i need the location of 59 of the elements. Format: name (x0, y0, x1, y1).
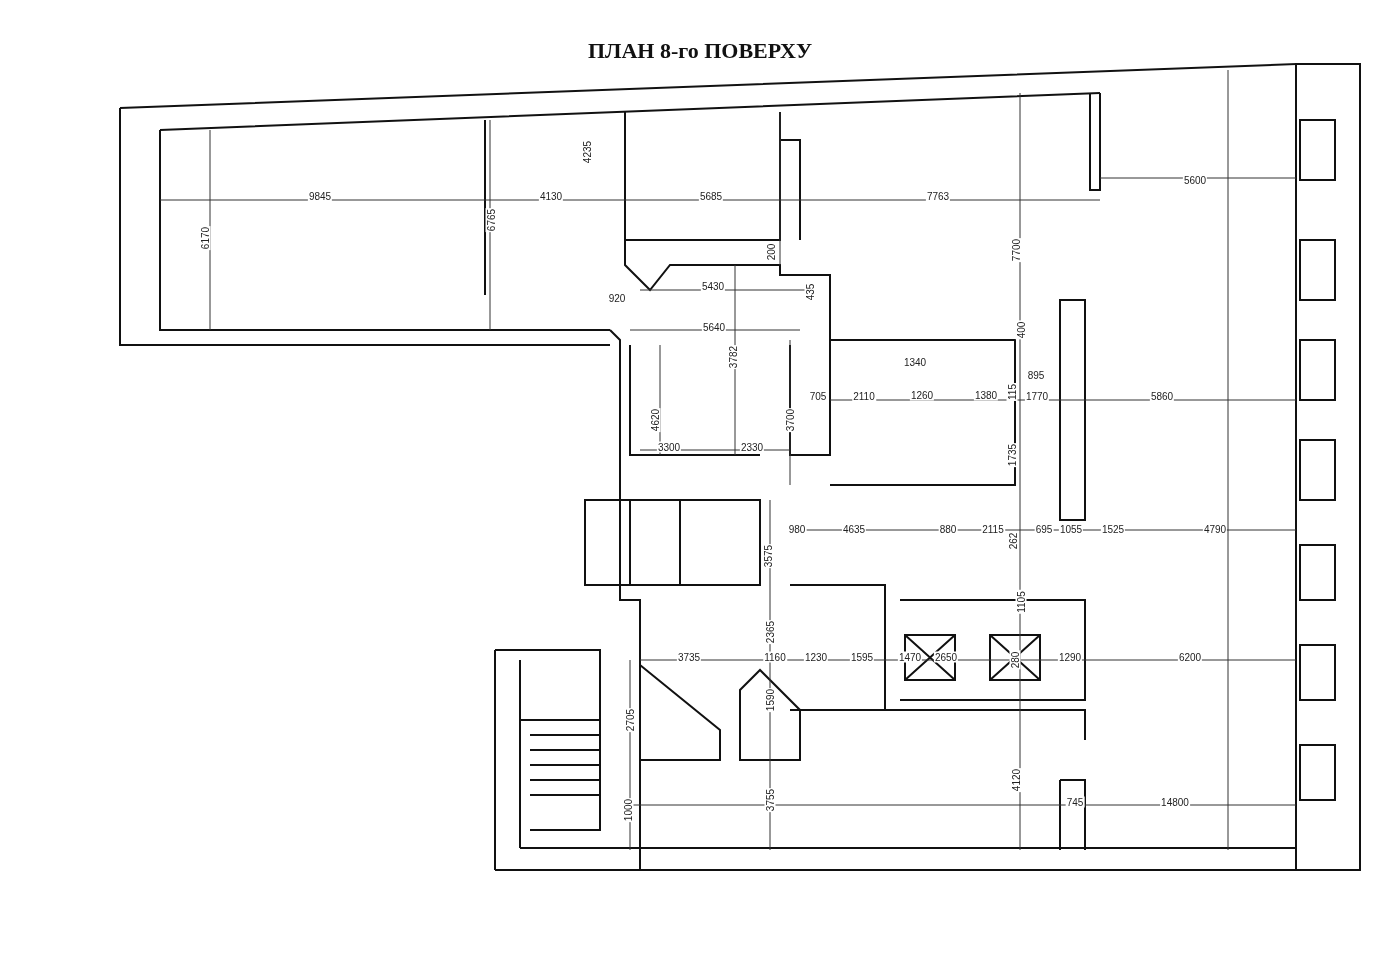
dimension-label: 400 (1015, 320, 1027, 340)
dimension-label: 2330 (739, 441, 765, 453)
dimension-label: 435 (804, 282, 816, 302)
dimension-label: 2365 (764, 619, 776, 645)
dimension-label: 3575 (762, 543, 774, 569)
dimension-label: 880 (938, 523, 958, 535)
dimension-label: 5600 (1182, 174, 1208, 186)
dimension-label: 2650 (933, 651, 959, 663)
dimension-label: 262 (1007, 531, 1019, 551)
dimension-label: 745 (1065, 796, 1085, 808)
dimension-label: 5860 (1149, 390, 1175, 402)
dimension-label: 1230 (803, 651, 829, 663)
dimension-label: 1000 (622, 797, 634, 823)
dimension-label: 2110 (852, 390, 876, 402)
dimension-label: 6200 (1177, 651, 1203, 663)
dimension-label: 115 (1006, 383, 1018, 401)
dimension-label: 6170 (199, 225, 211, 251)
dimension-label: 6765 (485, 207, 497, 233)
dimension-label: 5430 (700, 280, 726, 292)
dimension-label: 1260 (909, 389, 935, 401)
dimension-label: 3735 (676, 651, 702, 663)
dimension-label: 4635 (841, 523, 867, 535)
dimension-label: 3300 (656, 441, 682, 453)
dimension-label: 920 (607, 292, 627, 304)
dimension-label: 4790 (1202, 523, 1228, 535)
dimension-label: 1290 (1057, 651, 1083, 663)
dimension-label: 9845 (307, 190, 333, 202)
dimension-label: 4235 (581, 139, 593, 165)
dimension-label: 1735 (1006, 442, 1018, 468)
dimension-label: 1595 (849, 651, 875, 663)
dimension-label: 895 (1026, 369, 1046, 381)
dimension-label: 280 (1009, 650, 1021, 670)
dimension-label: 3755 (764, 787, 776, 813)
dimension-label: 2705 (624, 707, 636, 733)
dimension-label: 1105 (1015, 590, 1027, 614)
dimension-label: 1590 (764, 687, 776, 713)
dimension-label: 7700 (1010, 237, 1022, 263)
dimension-label: 1160 (763, 651, 787, 663)
dimension-label: 1055 (1058, 523, 1084, 535)
dimension-label: 705 (808, 390, 828, 402)
dimension-label: 1340 (902, 356, 928, 368)
dimension-label: 7763 (925, 190, 951, 202)
dimension-label: 695 (1034, 523, 1054, 535)
dimension-label: 5685 (698, 190, 724, 202)
dimension-label: 200 (765, 242, 777, 262)
dimension-label: 4620 (649, 407, 661, 433)
dimension-label: 14800 (1160, 796, 1190, 808)
dimension-label: 1525 (1100, 523, 1126, 535)
dimension-label: 1470 (897, 651, 923, 663)
dimension-label: 2115 (981, 523, 1005, 535)
plan-title: ПЛАН 8-го ПОВЕРХУ (587, 38, 813, 64)
dimension-label: 980 (787, 523, 807, 535)
dimension-label: 4130 (538, 190, 564, 202)
dimension-label: 1380 (973, 389, 999, 401)
dimension-label: 4120 (1010, 767, 1022, 793)
dimension-label: 1770 (1024, 390, 1050, 402)
dimension-label: 5640 (701, 321, 727, 333)
dimension-label: 3700 (784, 407, 796, 433)
dimension-label: 3782 (727, 344, 739, 370)
